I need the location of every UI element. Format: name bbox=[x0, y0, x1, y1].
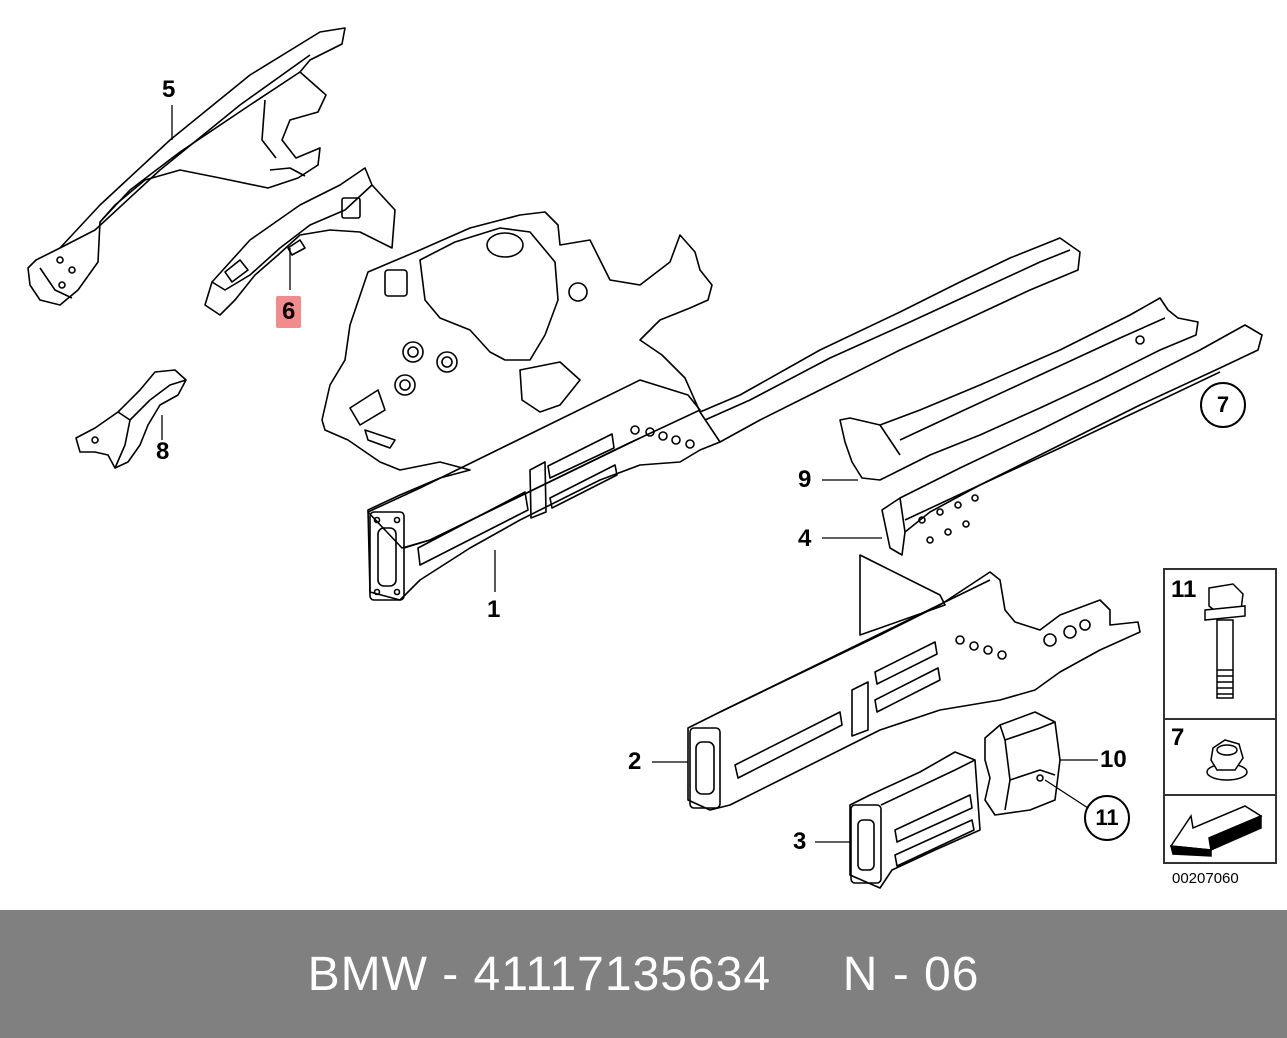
part-5-wheelhouse-upper bbox=[27, 27, 346, 306]
callout-4[interactable]: 4 bbox=[798, 525, 812, 552]
part-number-label: BMW - 41117135634 N - 06 bbox=[307, 947, 980, 1001]
callout-11-circled[interactable]: 11 bbox=[1084, 795, 1130, 841]
callout-8[interactable]: 8 bbox=[156, 438, 170, 465]
footer-bar: BMW - 41117135634 N - 06 bbox=[0, 910, 1287, 1038]
part-10-block bbox=[984, 711, 1061, 816]
part-9-rear-rail bbox=[839, 297, 1199, 481]
callout-7-circled[interactable]: 7 bbox=[1200, 382, 1246, 428]
callout-3[interactable]: 3 bbox=[793, 828, 807, 855]
arrow-left-icon bbox=[1169, 805, 1263, 857]
diagram-drawing bbox=[27, 27, 1263, 889]
callout-10[interactable]: 10 bbox=[1100, 746, 1127, 773]
part-3-crash-box bbox=[849, 751, 981, 889]
legend-label-nut: 7 bbox=[1171, 724, 1185, 751]
legend-item-bolt[interactable]: 11 bbox=[1165, 570, 1275, 720]
part-6-wheelhouse-lower bbox=[204, 167, 396, 316]
diagram-reference-number: 00207060 bbox=[1172, 870, 1239, 887]
fastener-legend: 11 7 bbox=[1163, 568, 1277, 864]
part-1-front-longitudinal bbox=[321, 211, 1081, 601]
callout-1[interactable]: 1 bbox=[487, 596, 501, 623]
callout-2[interactable]: 2 bbox=[628, 748, 642, 775]
callout-9[interactable]: 9 bbox=[798, 466, 812, 493]
legend-item-nut[interactable]: 7 bbox=[1165, 718, 1275, 796]
nut-icon bbox=[1206, 739, 1248, 781]
part-8-bracket bbox=[75, 369, 187, 469]
bolt-icon bbox=[1204, 583, 1246, 699]
part-4-lower-rail bbox=[881, 324, 1263, 556]
legend-label-bolt: 11 bbox=[1171, 576, 1197, 603]
leader-lines bbox=[161, 105, 1098, 843]
part-2-longitudinal-member bbox=[687, 554, 1141, 811]
callout-5[interactable]: 5 bbox=[162, 76, 176, 103]
callout-6-highlighted[interactable]: 6 bbox=[276, 296, 302, 328]
legend-item-direction[interactable] bbox=[1165, 794, 1275, 862]
parts-diagram: 5 6 8 1 9 4 2 3 10 7 11 11 7 bbox=[27, 27, 1277, 889]
